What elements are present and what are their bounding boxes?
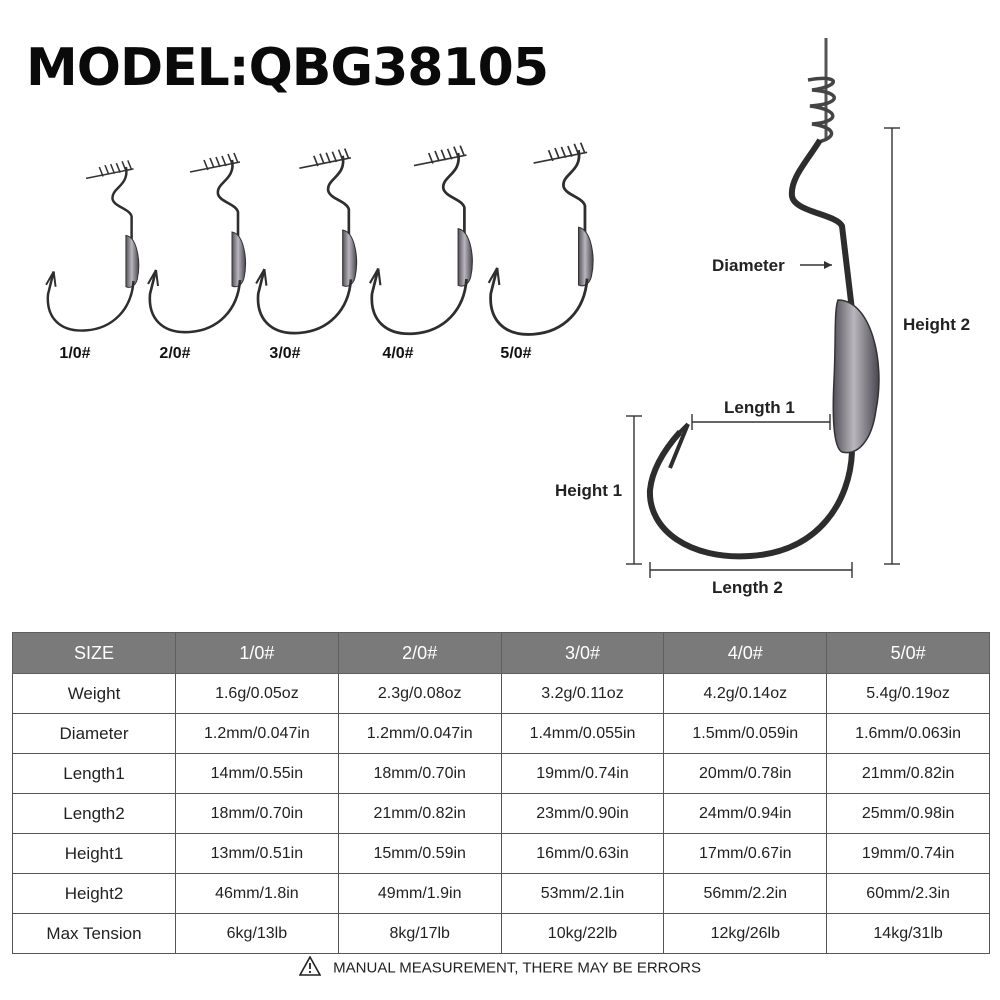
- table-cell: 49mm/1.9in: [337, 873, 502, 914]
- table-header-cell: 5/0#: [826, 632, 990, 674]
- table-row: Weight 1.6g/0.05oz 2.3g/0.08oz 3.2g/0.11…: [12, 673, 990, 714]
- table-cell: 1.5mm/0.059in: [663, 713, 828, 754]
- hook-icon-4: [368, 144, 474, 336]
- table-cell: 53mm/2.1in: [500, 873, 665, 914]
- length2-label: Length 2: [712, 578, 783, 597]
- length1-label: Length 1: [724, 398, 795, 417]
- warning-triangle-icon: [298, 955, 322, 980]
- hook-icon-1: [44, 159, 140, 332]
- table-cell: 13mm/0.51in: [175, 833, 339, 874]
- row-label: Length2: [12, 793, 176, 834]
- hook-icon-2: [146, 151, 247, 334]
- row-label: Height2: [12, 873, 176, 914]
- table-cell: 21mm/0.82in: [826, 753, 990, 794]
- table-cell: 46mm/1.8in: [175, 873, 339, 914]
- note-text: MANUAL MEASUREMENT, THERE MAY BE ERRORS: [333, 959, 702, 977]
- table-row: Height1 13mm/0.51in 15mm/0.59in 16mm/0.6…: [12, 833, 990, 874]
- table-cell: 23mm/0.90in: [500, 793, 665, 834]
- size-label-5: 5/0#: [500, 345, 532, 362]
- table-cell: 16mm/0.63in: [500, 833, 665, 874]
- table-row: Max Tension 6kg/13lb 8kg/17lb 10kg/22lb …: [12, 913, 990, 954]
- table-cell: 15mm/0.59in: [337, 833, 502, 874]
- table-cell: 14kg/31lb: [826, 913, 990, 954]
- row-label: Weight: [12, 673, 176, 714]
- row-label: Height1: [12, 833, 176, 874]
- table-cell: 14mm/0.55in: [175, 753, 339, 794]
- hooks-illustration: [44, 38, 900, 578]
- table-row: Height2 46mm/1.8in 49mm/1.9in 53mm/2.1in…: [12, 873, 990, 914]
- table-cell: 2.3g/0.08oz: [337, 673, 502, 714]
- table-header-cell: SIZE: [12, 632, 176, 674]
- size-label-4: 4/0#: [382, 345, 414, 362]
- table-cell: 5.4g/0.19oz: [826, 673, 990, 714]
- table-cell: 1.4mm/0.055in: [500, 713, 665, 754]
- table-header-cell: 4/0#: [663, 632, 828, 674]
- table-cell: 21mm/0.82in: [337, 793, 502, 834]
- table-cell: 12kg/26lb: [663, 913, 828, 954]
- size-label-2: 2/0#: [159, 345, 191, 362]
- table-cell: 8kg/17lb: [337, 913, 502, 954]
- table-cell: 18mm/0.70in: [337, 753, 502, 794]
- table-cell: 20mm/0.78in: [663, 753, 828, 794]
- diameter-label: Diameter: [712, 256, 785, 275]
- table-cell: 1.2mm/0.047in: [337, 713, 502, 754]
- size-label-3: 3/0#: [269, 345, 301, 362]
- table-cell: 1.6g/0.05oz: [175, 673, 339, 714]
- hook-icon-3: [254, 147, 358, 335]
- measurement-note: MANUAL MEASUREMENT, THERE MAY BE ERRORS: [0, 955, 1000, 980]
- table-row: Diameter 1.2mm/0.047in 1.2mm/0.047in 1.4…: [12, 713, 990, 754]
- table-cell: 25mm/0.98in: [826, 793, 990, 834]
- table-cell: 3.2g/0.11oz: [500, 673, 665, 714]
- row-label: Length1: [12, 753, 176, 794]
- table-header-cell: 2/0#: [337, 632, 502, 674]
- large-hook-diagram: [626, 38, 900, 578]
- table-cell: 24mm/0.94in: [663, 793, 828, 834]
- table-cell: 60mm/2.3in: [826, 873, 990, 914]
- table-header-cell: 1/0#: [175, 632, 339, 674]
- table-cell: 17mm/0.67in: [663, 833, 828, 874]
- row-label: Diameter: [12, 713, 176, 754]
- table-cell: 6kg/13lb: [175, 913, 339, 954]
- height1-label: Height 1: [555, 481, 623, 500]
- table-cell: 18mm/0.70in: [175, 793, 339, 834]
- table-cell: 19mm/0.74in: [500, 753, 665, 794]
- table-cell: 56mm/2.2in: [663, 873, 828, 914]
- table-header-row: SIZE 1/0# 2/0# 3/0# 4/0# 5/0#: [12, 632, 990, 674]
- hook-icon-5: [487, 141, 595, 336]
- table-row: Length2 18mm/0.70in 21mm/0.82in 23mm/0.9…: [12, 793, 990, 834]
- table-row: Length1 14mm/0.55in 18mm/0.70in 19mm/0.7…: [12, 753, 990, 794]
- table-cell: 19mm/0.74in: [826, 833, 990, 874]
- table-cell: 1.6mm/0.063in: [826, 713, 990, 754]
- height2-label: Height 2: [903, 315, 971, 334]
- spec-table: SIZE 1/0# 2/0# 3/0# 4/0# 5/0# Weight 1.6…: [12, 632, 990, 954]
- table-cell: 10kg/22lb: [500, 913, 665, 954]
- row-label: Max Tension: [12, 913, 176, 954]
- table-header-cell: 3/0#: [500, 632, 665, 674]
- table-cell: 4.2g/0.14oz: [663, 673, 828, 714]
- table-cell: 1.2mm/0.047in: [175, 713, 339, 754]
- model-title: MODEL:QBG38105: [26, 38, 549, 98]
- size-label-1: 1/0#: [59, 345, 91, 362]
